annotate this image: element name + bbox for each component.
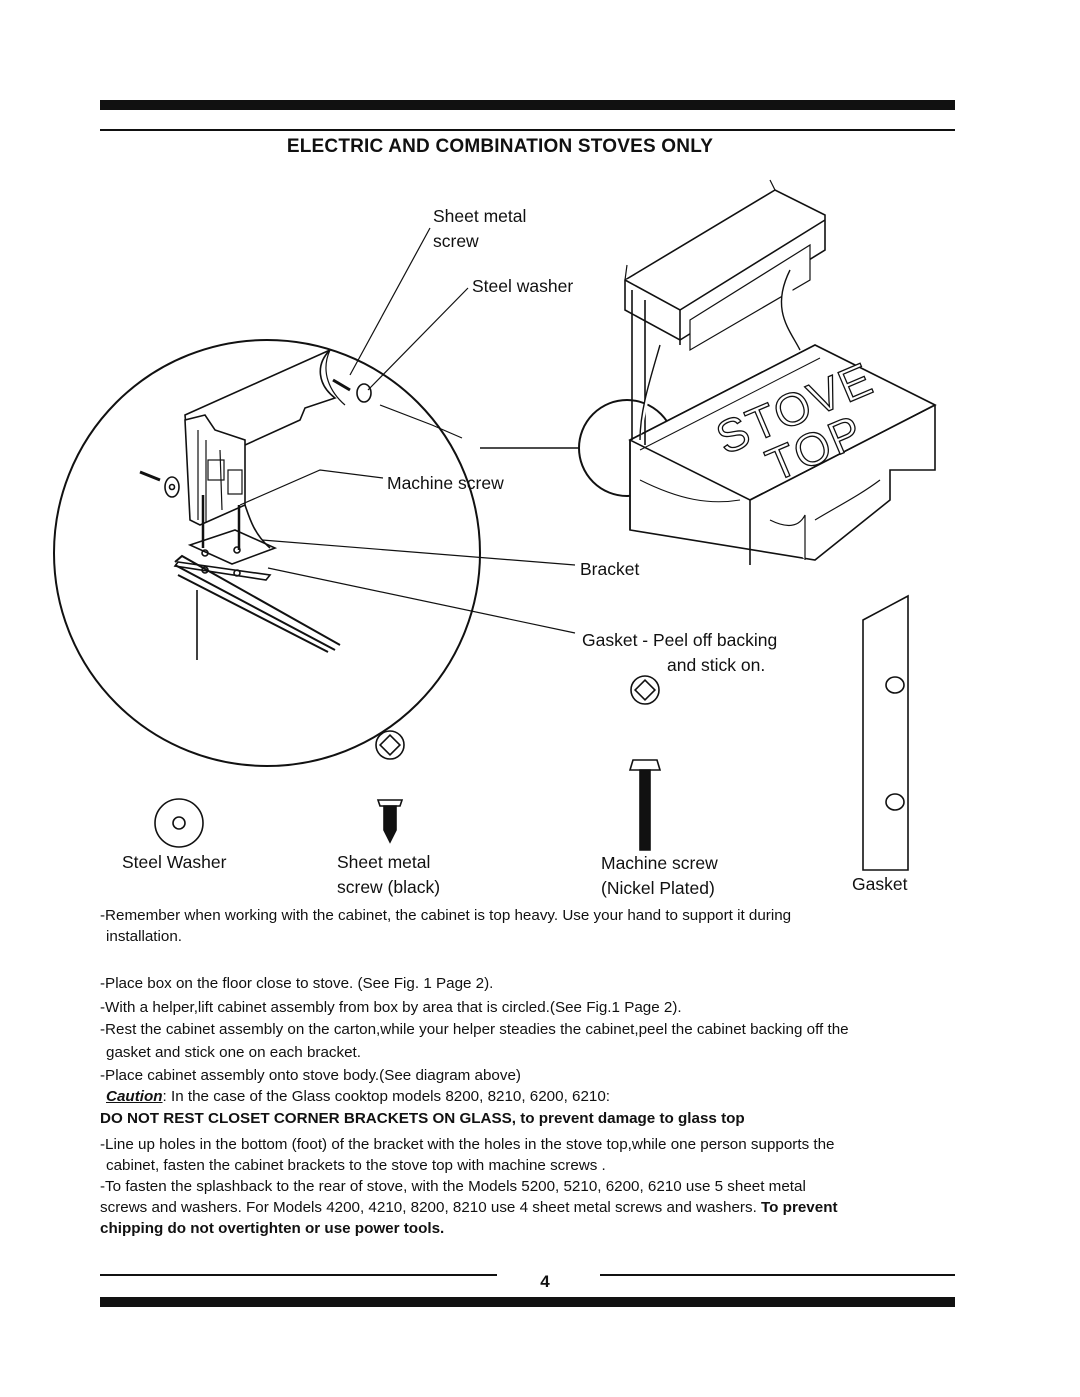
part-machine-screw-label-2: (Nickel Plated) <box>601 878 715 898</box>
warning-line: DO NOT REST CLOSET CORNER BRACKETS ON GL… <box>100 1110 745 1127</box>
instruction-p1-line1: -Remember when working with the cabinet,… <box>100 907 792 924</box>
page-title: ELECTRIC AND COMBINATION STOVES ONLY <box>286 136 714 157</box>
bracket-detail <box>139 227 576 660</box>
instructions-block-1: -Remember when working with the cabinet,… <box>100 905 960 947</box>
page-number: 4 <box>540 1272 550 1291</box>
cabinet-and-stove <box>624 179 937 565</box>
top-thick-rule <box>100 100 955 110</box>
instruction-p6-line1: -Line up holes in the bottom (foot) of t… <box>100 1136 835 1153</box>
footer-right-rule <box>600 1274 955 1276</box>
instruction-p1-line2: installation. <box>106 928 182 945</box>
sheet-metal-screw-part <box>375 730 405 844</box>
part-sheet-metal-screw-label-2: screw (black) <box>337 877 441 897</box>
installation-diagram: STOVE TOP <box>53 179 937 871</box>
instruction-p5: -Place cabinet assembly onto stove body.… <box>100 1067 521 1084</box>
bottom-thick-rule <box>100 1297 955 1307</box>
instruction-p7-bold-b: chipping do not overtighten or use power… <box>100 1220 445 1237</box>
gasket-part <box>862 594 909 871</box>
label-gasket-2: and stick on. <box>667 655 766 675</box>
instruction-p7-bold-a: To prevent <box>761 1199 838 1216</box>
instructions-block-2: -Place box on the floor close to stove. … <box>100 973 960 1239</box>
caution-text: : In the case of the Glass cooktop model… <box>162 1088 611 1105</box>
instruction-p6-line2: cabinet, fasten the cabinet brackets to … <box>106 1157 606 1174</box>
label-gasket-1: Gasket - Peel off backing <box>582 630 778 650</box>
part-steel-washer-label: Steel Washer <box>122 852 227 872</box>
label-bracket: Bracket <box>580 559 640 579</box>
part-gasket-label: Gasket <box>852 874 908 894</box>
part-sheet-metal-screw-label-1: Sheet metal <box>337 852 431 872</box>
instruction-p3: -With a helper,lift cabinet assembly fro… <box>100 999 682 1016</box>
steel-washer-part <box>154 798 204 848</box>
magnified-detail-circle <box>53 339 481 767</box>
label-machine-screw: Machine screw <box>387 473 504 493</box>
caution-word: Caution <box>106 1088 163 1105</box>
top-thin-rule <box>100 129 955 131</box>
label-steel-washer: Steel washer <box>472 276 574 296</box>
machine-screw-part <box>628 675 662 851</box>
label-sheet-metal-screw-1: Sheet metal <box>433 206 527 226</box>
label-sheet-metal-screw-2: screw <box>433 231 479 251</box>
instruction-p4-line2: gasket and stick one on each bracket. <box>106 1044 361 1061</box>
caution-line: Caution: In the case of the Glass cookto… <box>100 1086 960 1107</box>
instruction-p7-line1: -To fasten the splashback to the rear of… <box>100 1178 806 1195</box>
instruction-p2: -Place box on the floor close to stove. … <box>100 975 494 992</box>
instruction-p7-line2-text: screws and washers. For Models 4200, 421… <box>100 1199 757 1216</box>
instruction-p7-line2: screws and washers. For Models 4200, 421… <box>100 1197 960 1218</box>
footer-left-rule <box>100 1274 497 1276</box>
instruction-p4-line1: -Rest the cabinet assembly on the carton… <box>100 1021 849 1038</box>
part-machine-screw-label-1: Machine screw <box>601 853 718 873</box>
